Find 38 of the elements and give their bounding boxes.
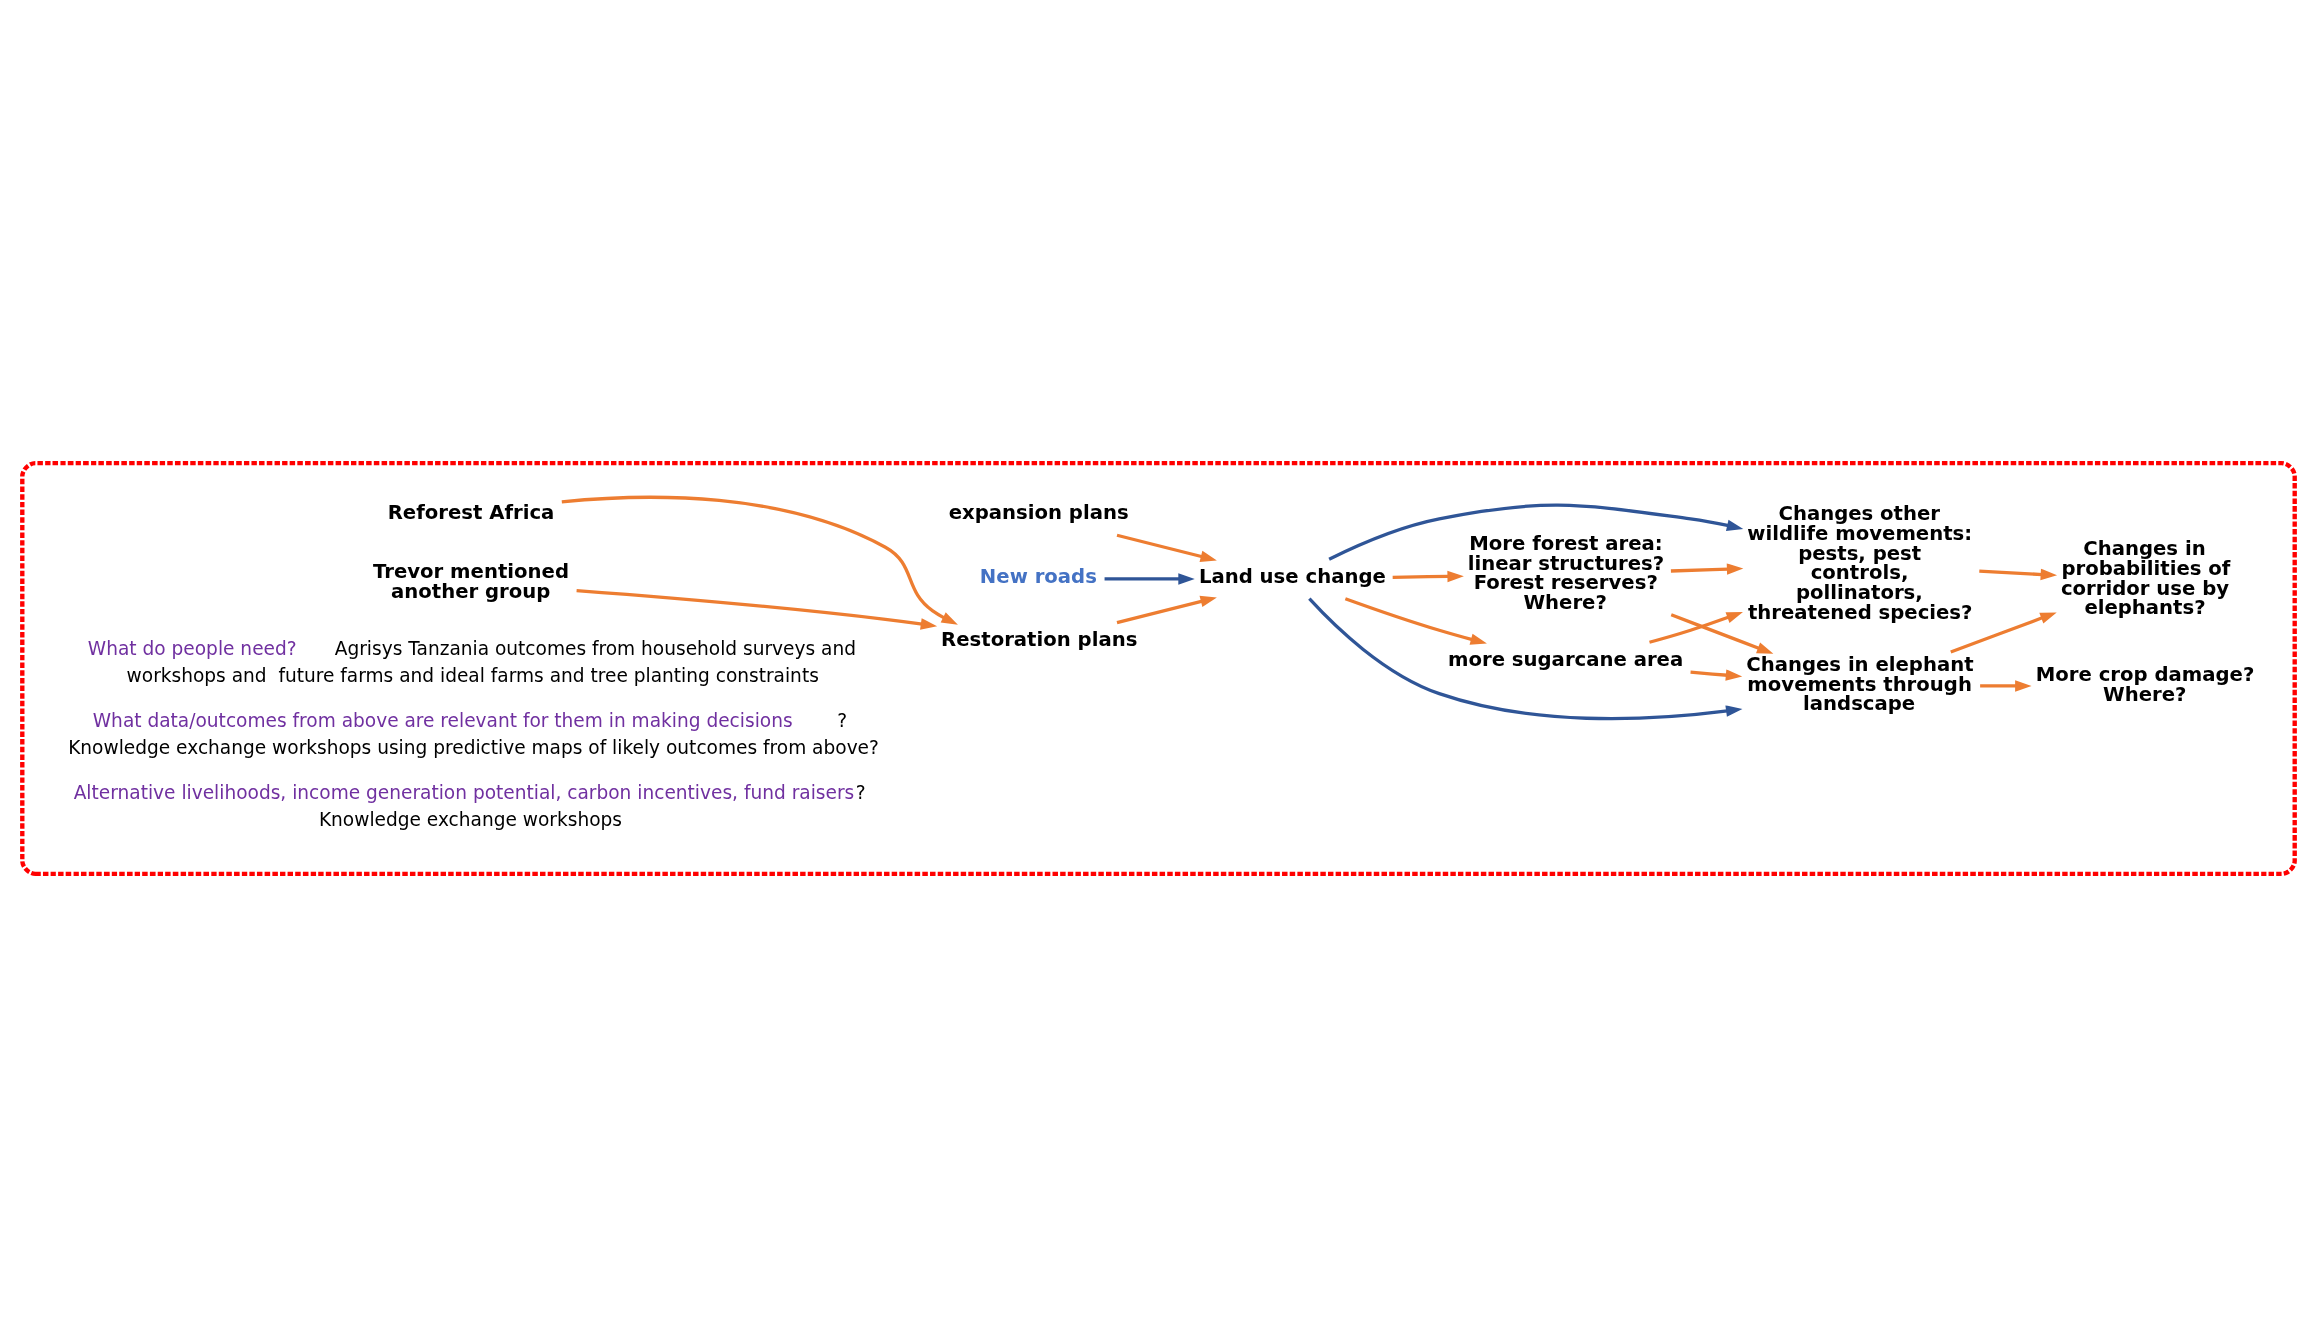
arrow: [1392, 570, 1464, 583]
node-text: New roads: [979, 564, 1097, 588]
cluster: [20, 460, 2297, 877]
node-text: Land use change: [1198, 564, 1386, 588]
label: Knowledge exchange workshops using predictive maps of likely outcomes from above?: [68, 737, 879, 759]
arrow: [1649, 611, 1743, 644]
arrow: [576, 588, 938, 630]
node-text: Changes in elephant movements through landscape: [1746, 653, 1974, 716]
arrow: [561, 495, 958, 625]
node-text: Restoration plans: [941, 627, 1138, 651]
arrow: [1344, 597, 1487, 645]
node-text: Reforest Africa: [387, 501, 555, 525]
label: Agrisys Tanzania outcomes from household surveys and: [334, 637, 857, 659]
label: workshops and future farms and ideal farms and tree planting constraints: [126, 665, 819, 687]
label: What data/outcomes from above are relevant for them in making decisions: [92, 710, 793, 732]
label: What do people need?: [87, 637, 297, 659]
arrow: [1670, 563, 1744, 575]
node-text: Trevor mentioned another group: [372, 560, 569, 603]
arrow: [1980, 680, 2032, 692]
arrow: [1950, 612, 2057, 654]
arrow: [1116, 595, 1217, 625]
node-text: Changes in probabilities of corridor use by elephants?: [2060, 537, 2231, 620]
label: Alternative livelihoods, income generation potential, carbon incentives, fund raisers: [73, 782, 855, 804]
arrow: [1670, 613, 1774, 654]
node-text: More forest area: linear structures? Forest reserves? Where?: [1467, 531, 1665, 614]
arrow: [1104, 573, 1195, 585]
arrow: [1328, 503, 1744, 561]
label: ?: [837, 710, 848, 732]
node-text: Changes other wildlife movements: pests, pest controls, pollinators, threatened species?: [1747, 502, 1973, 624]
label: Knowledge exchange workshops: [318, 809, 622, 831]
label: ?: [855, 782, 866, 804]
arrow: [1979, 568, 2058, 581]
node-text: more sugarcane area: [1448, 647, 1684, 671]
node-text: More crop damage? Where?: [2035, 662, 2255, 706]
arrow: [1690, 669, 1743, 681]
arrow: [1308, 597, 1743, 721]
arrow: [1116, 533, 1217, 562]
node-text: expansion plans: [948, 501, 1129, 525]
